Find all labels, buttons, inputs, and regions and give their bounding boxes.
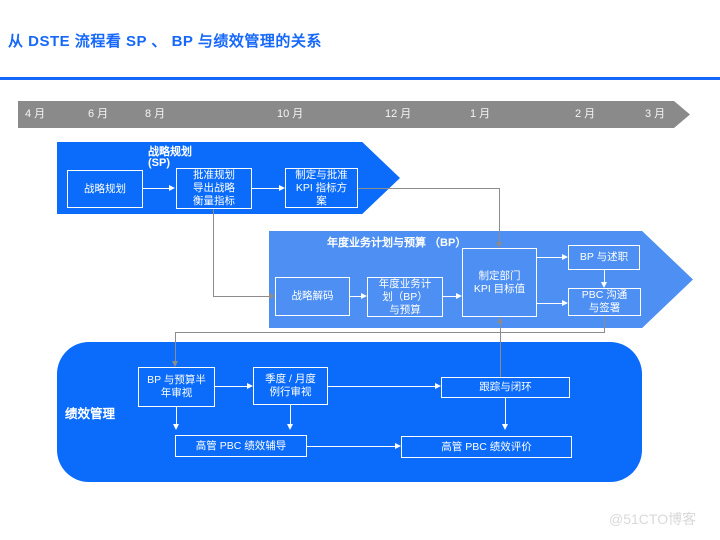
performance-section-label: 绩效管理: [65, 407, 116, 421]
perf-box-quarterly-review: 季度 / 月度 例行审视: [253, 367, 328, 405]
bp-box-dept-kpi-target: 制定部门 KPI 目标值: [462, 248, 537, 317]
flow-arrow-quarterly-down: [287, 405, 293, 430]
connector-approve-to-decode-vertical: [213, 208, 214, 296]
sp-box-kpi-scheme: 制定与批准 KPI 指标方 案: [285, 168, 358, 208]
flow-arrow-kpitarget-to-bpreport: [537, 254, 568, 260]
flow-arrow-halfyear-to-quarterly: [215, 383, 253, 389]
perf-box-pbc-evaluation: 高管 PBC 绩效评价: [401, 436, 572, 458]
timeline-month-oct: 10 月: [277, 108, 304, 120]
timeline-bar: 4 月 6 月 8 月 10 月 12 月 1 月 2 月 3 月: [18, 101, 690, 128]
flow-arrow-quarterly-to-tracking: [328, 383, 441, 389]
timeline-month-dec: 12 月: [385, 108, 412, 120]
timeline-month-apr: 4 月: [25, 108, 46, 120]
flow-arrow-bpreport-to-pbcsign: [601, 270, 607, 288]
timeline-month-jan: 1 月: [470, 108, 491, 120]
connector-kpischeme-to-kpitarget-arrow: [496, 188, 502, 248]
flow-arrow-kpitarget-to-pbcsign: [537, 300, 568, 306]
connector-pbcsign-down-vertical: [604, 315, 605, 333]
title-underline: [0, 77, 720, 80]
page-title: 从 DSTE 流程看 SP 、 BP 与绩效管理的关系: [8, 33, 322, 50]
watermark-text: @51CTO博客: [609, 511, 697, 527]
bp-box-pbc-sign: PBC 沟通 与签署: [568, 288, 641, 316]
perf-box-tracking-closure: 跟踪与闭环: [441, 377, 570, 398]
timeline-month-aug: 8 月: [145, 108, 166, 120]
flow-arrow-annualplan-to-kpitarget: [443, 293, 462, 299]
connector-tracking-to-kpitarget-arrow: [497, 317, 503, 377]
sp-box-approve-metrics: 批准规划 导出战略 衡量指标: [176, 168, 252, 209]
timeline-month-jun: 6 月: [88, 108, 109, 120]
timeline-month-mar: 3 月: [645, 108, 666, 120]
sp-box-strategic-planning: 战略规划: [67, 170, 143, 208]
timeline-month-feb: 2 月: [575, 108, 596, 120]
bp-box-strategy-decode: 战略解码: [275, 277, 350, 316]
flow-arrow-plan-to-approve: [143, 185, 175, 191]
flow-arrow-coaching-to-evaluation: [307, 443, 401, 449]
connector-pbcsign-to-halfyear-horizontal: [175, 332, 605, 333]
flow-arrow-tracking-to-evaluation: [502, 398, 508, 430]
bp-section-label: 年度业务计划与预算 （BP）: [327, 237, 467, 249]
connector-pbcsign-to-halfyear-arrow: [172, 332, 178, 367]
bp-box-bp-report: BP 与述职: [568, 245, 640, 270]
flow-arrow-halfyear-down: [173, 407, 179, 430]
connector-kpischeme-to-kpitarget-horizontal: [358, 188, 499, 189]
perf-box-halfyear-review: BP 与预算半 年审视: [138, 367, 215, 407]
perf-box-pbc-coaching: 高管 PBC 绩效辅导: [175, 435, 307, 457]
performance-management-panel: [57, 342, 642, 482]
bp-box-annual-plan-budget: 年度业务计 划（BP） 与预算: [367, 277, 443, 317]
connector-approve-to-decode-arrow: [213, 293, 275, 299]
flow-arrow-decode-to-annualplan: [350, 293, 367, 299]
sp-section-label: 战略规划 (SP): [148, 146, 192, 169]
flow-arrow-approve-to-kpischeme: [252, 185, 285, 191]
